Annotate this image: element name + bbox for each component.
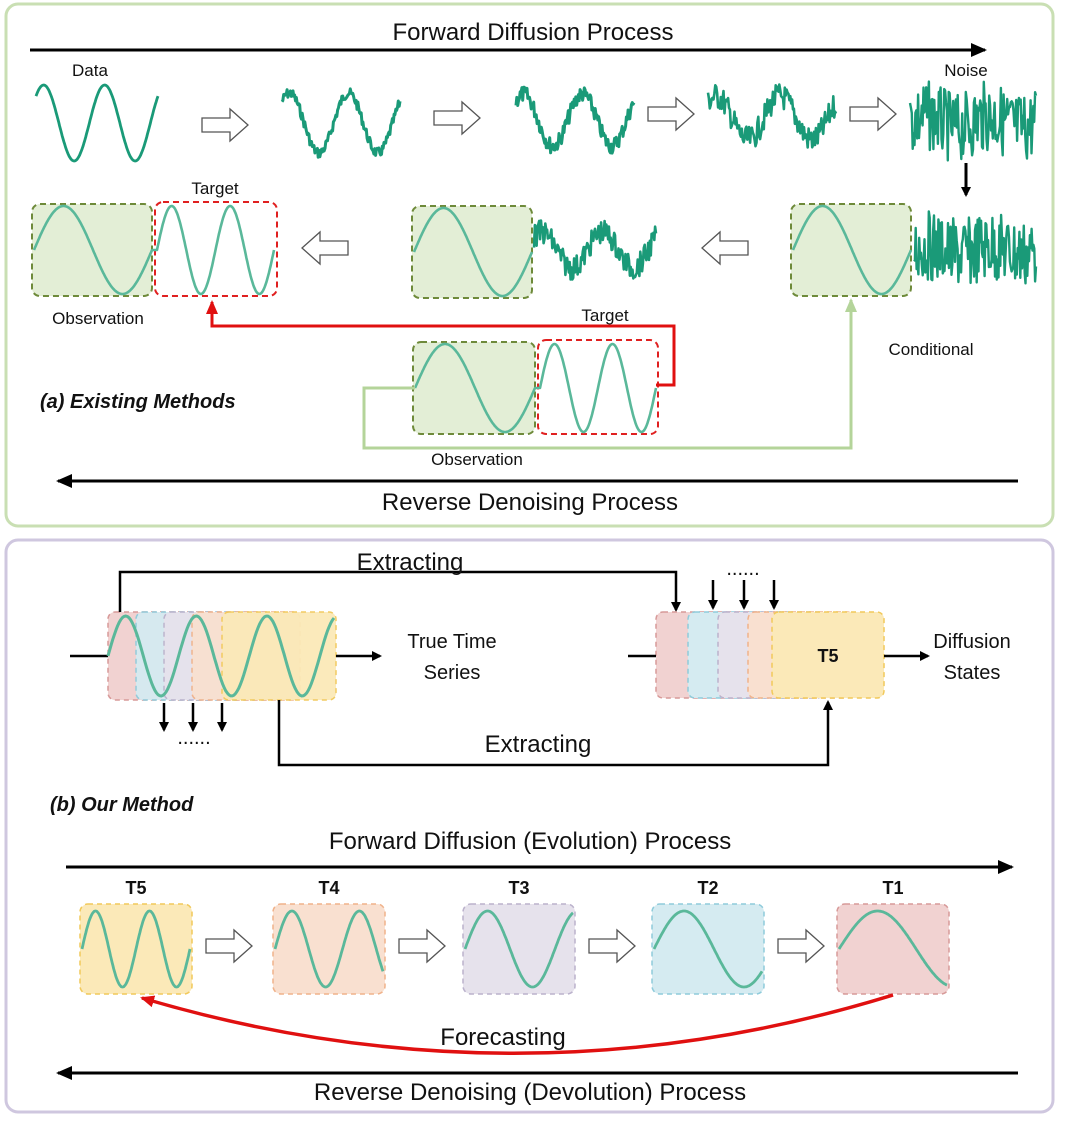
observation-wave-center	[413, 342, 658, 434]
obs-wave-middle	[412, 206, 534, 298]
stage-wave-t2	[652, 909, 764, 989]
stage-wave-t4	[273, 909, 385, 989]
evolution-stages: T5 T4 T3 T2 T1	[79, 878, 950, 995]
stage-label-t2: T2	[697, 878, 718, 898]
dots-bottom: ......	[177, 727, 210, 749]
true-series-curve	[106, 614, 336, 698]
stage-box-t2	[651, 903, 765, 995]
stage-label-t3: T3	[508, 878, 529, 898]
panel-b-border	[4, 538, 1055, 1114]
noise-label: Noise	[944, 61, 987, 80]
forward-title-b: Forward Diffusion (Evolution) Process	[329, 828, 731, 855]
obs-target-wave-left	[32, 204, 276, 296]
forward-title-a: Forward Diffusion Process	[393, 19, 674, 46]
observation-wave-left	[32, 204, 276, 296]
hollow-arrow-2	[433, 100, 481, 136]
reverse-title-a: Reverse Denoising Process	[382, 489, 678, 516]
target-label-center: Target	[581, 306, 629, 325]
hollow-arrows	[201, 96, 897, 266]
target-label-left: Target	[191, 179, 239, 198]
observation-label-center: Observation	[431, 450, 523, 469]
noise-wave	[908, 80, 1038, 162]
target-red-path	[206, 300, 676, 387]
diffusion-state-windows	[655, 611, 885, 699]
stage-wave-t1	[837, 909, 948, 987]
extracting-bottom-label: Extracting	[485, 731, 592, 758]
target-box-left	[154, 201, 278, 297]
forecasting-label: Forecasting	[440, 1024, 565, 1051]
observation-wave-middle	[412, 206, 534, 298]
reverse-title-b: Reverse Denoising (Devolution) Process	[314, 1079, 746, 1106]
stage-wave-t5	[80, 909, 192, 989]
obs-wave-right	[791, 204, 913, 296]
diffusion-states-label-2: States	[944, 662, 1001, 684]
data-wave	[34, 83, 160, 163]
extracting-top-label: Extracting	[357, 549, 464, 576]
extracting-bottom-path	[277, 700, 833, 767]
panel-a-border	[4, 2, 1055, 528]
hollow-arrow-4	[849, 96, 897, 132]
conditional-green-path	[362, 298, 857, 450]
stage-box-t4	[272, 903, 386, 995]
hollow-arrow-3	[647, 96, 695, 132]
hollow-arrow-1	[201, 107, 249, 143]
observation-label-left: Observation	[52, 309, 144, 328]
true-series-label-2: Series	[424, 662, 481, 684]
stage-arrow-2	[398, 928, 446, 964]
stage-wave-t3	[463, 909, 574, 989]
extracting-top-path	[118, 570, 681, 612]
noisy-wave-1	[280, 87, 402, 159]
true-series-wave	[106, 614, 336, 698]
obs-target-wave-center	[413, 342, 658, 434]
stage-arrow-3	[588, 928, 636, 964]
stage-box-t1	[836, 903, 950, 995]
true-series-label-1: True Time	[407, 631, 496, 653]
true-series-windows	[107, 611, 337, 701]
conditional-label: Conditional	[888, 340, 973, 359]
t5-block-label: T5	[817, 646, 838, 666]
diffusion-states-label-1: Diffusion	[933, 631, 1010, 653]
observation-wave-right	[791, 204, 913, 296]
data-label: Data	[72, 61, 108, 80]
stage-arrow-4	[777, 928, 825, 964]
forward-wave-row	[34, 80, 1038, 285]
caption-b: (b) Our Method	[50, 794, 194, 816]
stage-label-t1: T1	[882, 878, 903, 898]
stage-label-t4: T4	[318, 878, 339, 898]
hollow-arrow-back-2	[701, 230, 749, 266]
noisy-wave-2	[514, 85, 636, 155]
forecasting-arrow	[140, 993, 894, 1055]
stage-arrow-1	[205, 928, 253, 964]
noisy-wave-3	[706, 83, 838, 149]
stage-label-t5: T5	[125, 878, 146, 898]
caption-a: (a) Existing Methods	[40, 391, 236, 413]
noisy-wave-middle	[532, 219, 658, 281]
noise-wave-conditional	[913, 210, 1038, 285]
hollow-arrow-back-1	[301, 230, 349, 266]
dots-top: ......	[726, 558, 759, 580]
